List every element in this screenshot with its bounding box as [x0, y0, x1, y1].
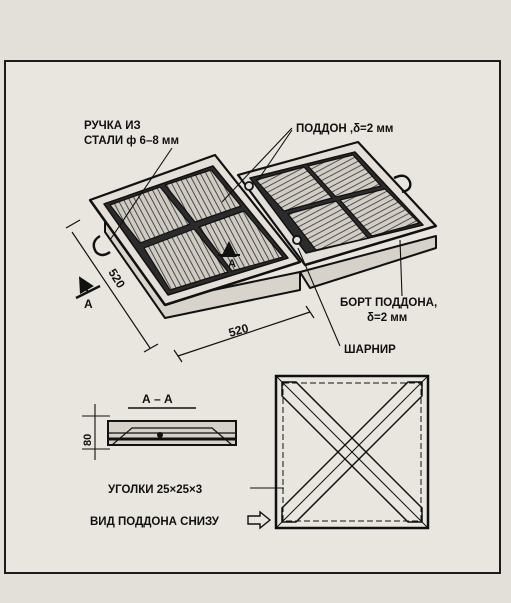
- tray-label: ПОДДОН ,δ=2 мм: [296, 123, 393, 135]
- rim-label-line2: δ=2 мм: [367, 312, 407, 324]
- width-dimension: 520: [227, 321, 250, 340]
- bottom-view: [274, 374, 430, 530]
- hinge-leader: [297, 247, 341, 347]
- right-tray: [236, 140, 438, 289]
- section-title: А – А: [142, 392, 173, 406]
- rim-leader: [399, 239, 403, 297]
- rim-label-line1: БОРТ ПОДДОНА,: [340, 297, 437, 309]
- tray-leader-2: [257, 129, 293, 181]
- section-height-dimension: [82, 404, 110, 460]
- angles-label: УГОЛКИ 25×25×3: [108, 484, 202, 496]
- handle-label-line2: СТАЛИ ф 6–8 мм: [84, 135, 179, 147]
- tray-section-mark: А: [218, 241, 240, 270]
- dimension-lines: [65, 219, 315, 363]
- handle-leader: [109, 147, 173, 241]
- bottom-view-arrow: [247, 510, 272, 530]
- section-height-label: 80: [82, 434, 94, 446]
- section-profile: [107, 407, 237, 446]
- bottom-view-label: ВИД ПОДДОНА СНИЗУ: [90, 516, 220, 528]
- section-mark-left: А: [75, 276, 101, 311]
- tray-leader-1: [221, 127, 293, 203]
- tray-section-letter: А: [228, 258, 236, 270]
- section-letter: А: [84, 297, 93, 311]
- handle-label-line1: РУЧКА ИЗ: [84, 120, 141, 132]
- hinge-label: ШАРНИР: [344, 344, 396, 356]
